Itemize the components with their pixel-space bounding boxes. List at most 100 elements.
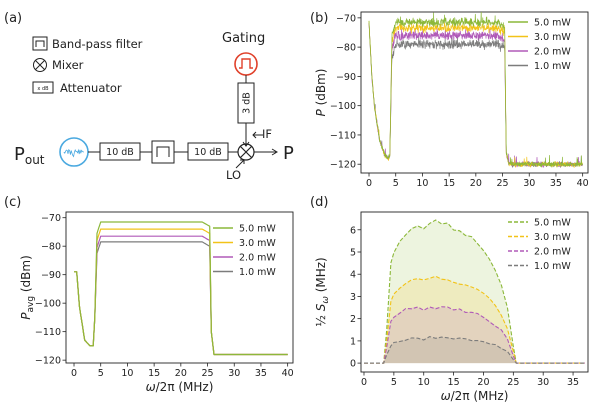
- legend-label: 2.0 mW: [534, 247, 571, 258]
- if-label: IF: [262, 127, 272, 141]
- series-line-1-0-mW: [364, 336, 585, 364]
- legend-label: 2.0 mW: [534, 47, 571, 58]
- series-area-5-0-mW: [363, 220, 586, 364]
- x-tick-label: 15: [443, 178, 455, 189]
- series-area-3-0-mW: [363, 276, 586, 364]
- x-tick-label: 25: [507, 377, 519, 388]
- series-area-2-0-mW: [363, 307, 586, 364]
- x-tick-label: 20: [175, 368, 187, 379]
- series-line-5-0-mW: [364, 219, 585, 364]
- p-output-label: P: [283, 143, 294, 164]
- attenuator-3db: 3 dB: [237, 82, 255, 124]
- x-tick-label: 15: [448, 377, 460, 388]
- y-tick-label: 4: [350, 270, 356, 281]
- y-tick-label: 0: [350, 359, 356, 370]
- legend-label: 3.0 mW: [534, 232, 571, 243]
- y-tick-label: −90: [41, 270, 61, 281]
- y-tick-label: 6: [350, 225, 356, 236]
- attenuator-10db-1-label: 10 dB: [106, 147, 134, 158]
- x-tick-label: 5: [391, 377, 397, 388]
- x-tick-label: 0: [366, 178, 372, 189]
- key-mixer-label: Mixer: [52, 58, 84, 72]
- gating-pulse-icon: [234, 52, 258, 76]
- attenuator-10db-1: 10 dB: [99, 142, 141, 161]
- series-line-5-0-mW: [368, 12, 583, 168]
- y-tick-label: 2: [350, 314, 356, 325]
- axes-frame: [360, 211, 589, 373]
- x-axis-label: ω/2π (MHz): [146, 380, 214, 394]
- x-tick-label: 30: [228, 368, 240, 379]
- x-tick-label: 25: [201, 368, 213, 379]
- x-tick-label: 10: [121, 368, 133, 379]
- legend-label: 5.0 mW: [534, 18, 571, 29]
- legend-label: 3.0 mW: [239, 238, 276, 249]
- gating-label: Gating: [222, 31, 265, 46]
- y-tick-label: −100: [330, 101, 356, 112]
- plot-area: [368, 12, 584, 168]
- bandpass-filter: [151, 140, 175, 164]
- x-tick-label: 10: [418, 377, 430, 388]
- key-bandpass-label: Band-pass filter: [52, 37, 143, 51]
- series-area-1-0-mW: [363, 337, 586, 364]
- x-tick-label: 5: [98, 368, 104, 379]
- series-line-2-0-mW: [364, 306, 585, 364]
- plot-area: [74, 221, 288, 356]
- attenuator-icon: x dB: [32, 81, 54, 94]
- legend-label: 3.0 mW: [534, 32, 571, 43]
- plot-area: [363, 219, 586, 364]
- y-tick-label: −80: [336, 43, 356, 54]
- y-tick-label: 3: [350, 292, 356, 303]
- legend-label: 1.0 mW: [239, 267, 276, 278]
- x-tick-label: 20: [477, 377, 489, 388]
- x-tick-label: 0: [71, 368, 77, 379]
- y-tick-label: −110: [330, 130, 356, 141]
- key-attenuator-label: Attenuator: [60, 81, 122, 95]
- x-tick-label: 5: [393, 178, 399, 189]
- x-tick-label: 20: [470, 178, 482, 189]
- series-line-3-0-mW: [364, 275, 585, 364]
- attenuator-3db-label: 3 dB: [242, 92, 253, 114]
- panel-a-label: (a): [4, 11, 22, 26]
- x-tick-label: 10: [416, 178, 428, 189]
- y-tick-label: −90: [336, 72, 356, 83]
- y-tick-label: −110: [35, 327, 61, 338]
- bandpass-filter-icon: [32, 36, 48, 51]
- y-tick-label: −80: [41, 242, 61, 253]
- legend-label: 5.0 mW: [239, 224, 276, 235]
- y-axis-label: ½ Sω (MHz): [314, 257, 331, 326]
- y-tick-label: 5: [350, 248, 356, 259]
- panel-c-label: (c): [4, 195, 21, 210]
- x-tick-label: 40: [577, 178, 589, 189]
- x-tick-label: 25: [496, 178, 508, 189]
- x-tick-label: 35: [567, 377, 579, 388]
- x-tick-label: 35: [550, 178, 562, 189]
- x-tick-label: 35: [255, 368, 267, 379]
- y-tick-label: −70: [336, 13, 356, 24]
- x-tick-label: 0: [361, 377, 367, 388]
- y-tick-label: −120: [35, 356, 61, 367]
- pout-noise-icon: [59, 137, 89, 167]
- y-tick-label: −120: [330, 160, 356, 171]
- lo-label: LO: [226, 168, 241, 182]
- key-attenuator-box-label: x dB: [37, 86, 49, 92]
- pout-label: Pout: [14, 144, 45, 167]
- panel-b-label: (b): [310, 11, 328, 26]
- x-tick-label: 15: [148, 368, 160, 379]
- x-tick-label: 40: [282, 368, 294, 379]
- x-axis-label: ω/2π (MHz): [441, 389, 509, 403]
- series-line-1-0-mW: [368, 22, 584, 168]
- legend-label: 1.0 mW: [534, 61, 571, 72]
- y-tick-label: −100: [35, 299, 61, 310]
- y-axis-label: P (dBm): [314, 69, 328, 117]
- y-axis-label: Pavg (dBm): [19, 255, 36, 320]
- mixer-icon: [33, 58, 47, 72]
- axes-frame: [65, 211, 294, 364]
- panel-d-label: (d): [310, 195, 328, 210]
- y-tick-label: 1: [350, 336, 356, 347]
- legend-label: 2.0 mW: [239, 253, 276, 264]
- attenuator-10db-2-label: 10 dB: [194, 147, 222, 158]
